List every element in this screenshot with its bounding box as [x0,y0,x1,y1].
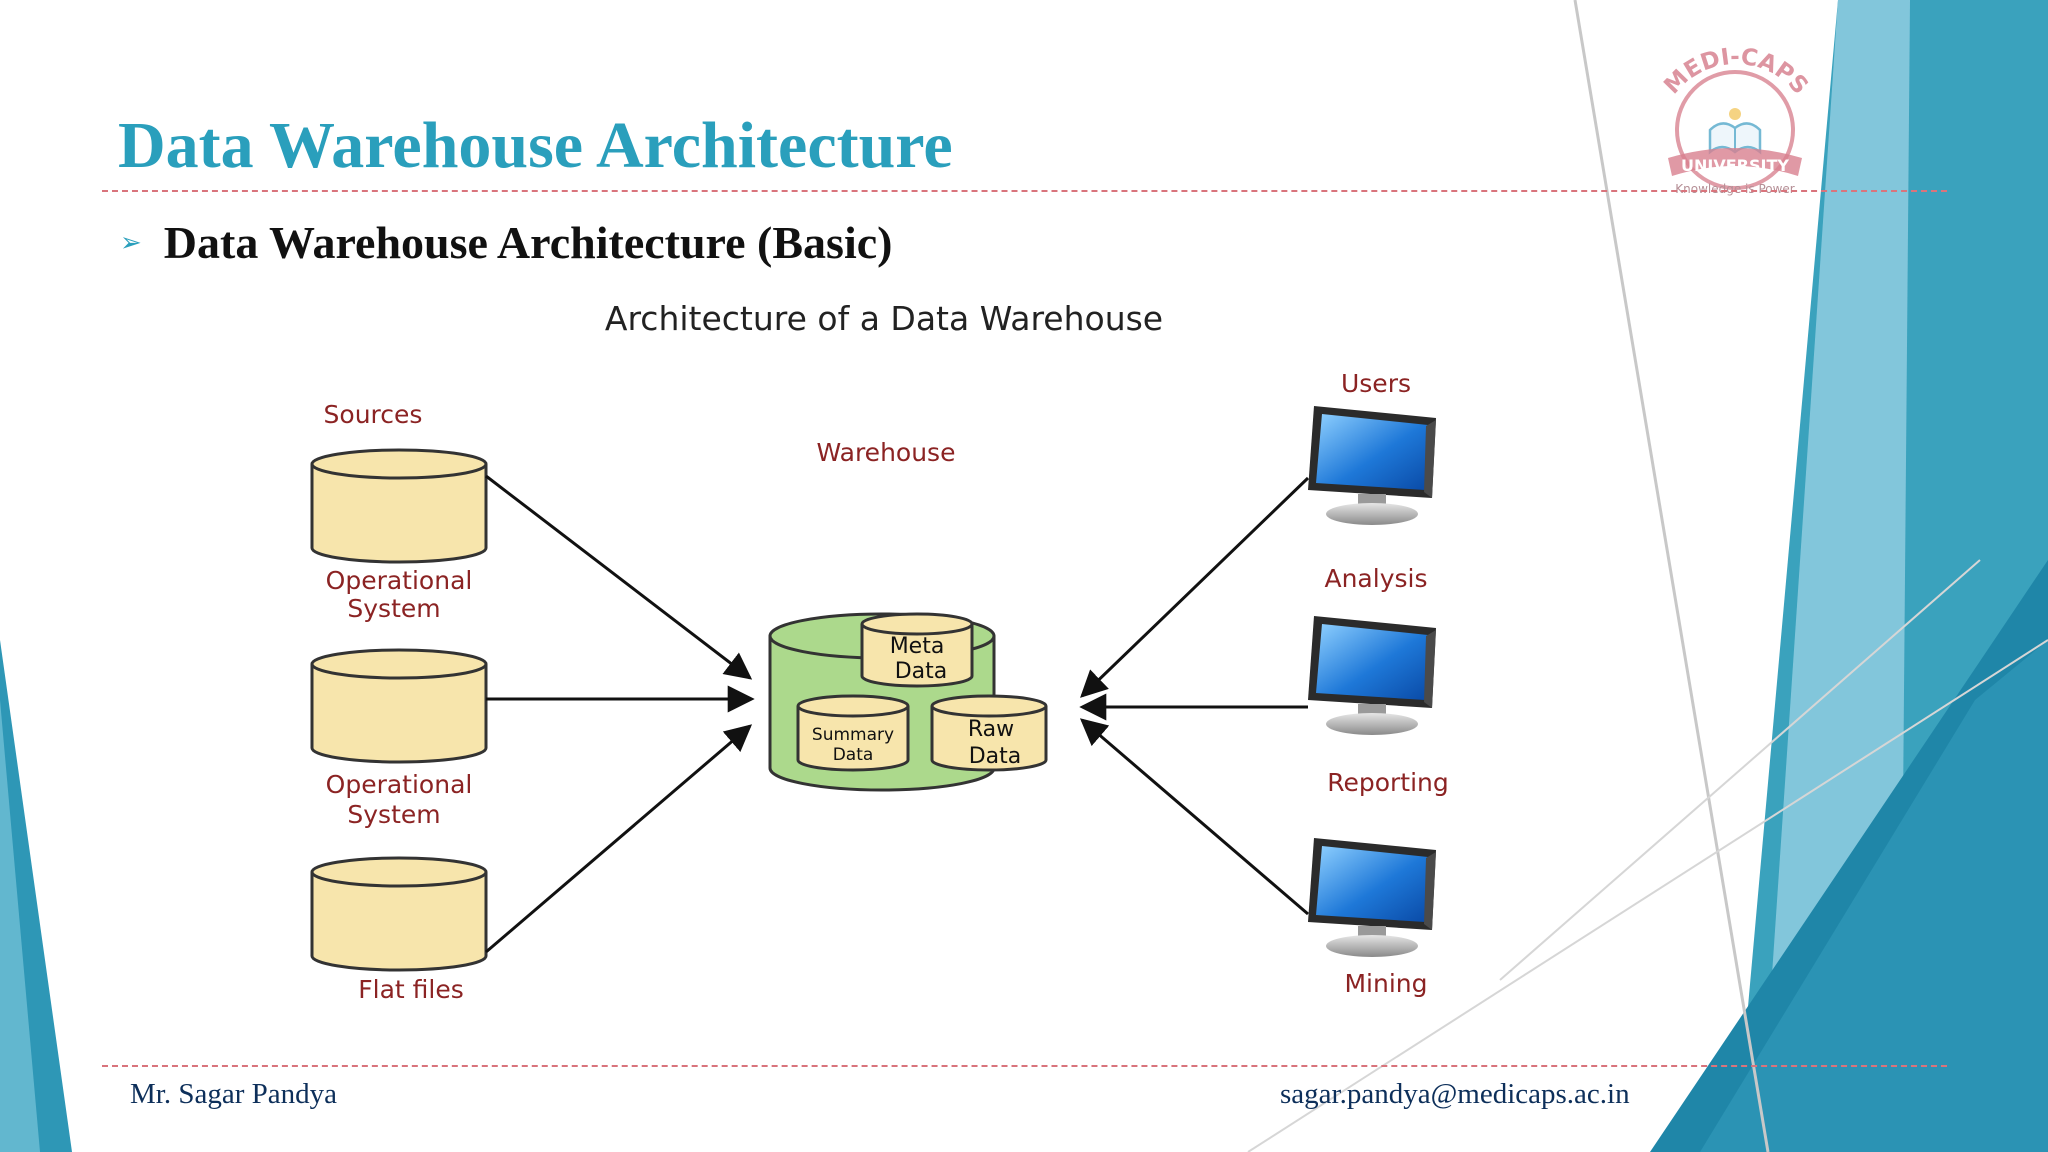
source-label: System [347,594,440,623]
summary-data-cylinder [796,694,910,772]
users-heading: Users [1341,369,1411,398]
sources-heading: Sources [324,400,423,429]
footer-divider [102,1065,1947,1067]
footer-email[interactable]: sagar.pandya@medicaps.ac.in [1280,1078,1630,1110]
warehouse-heading: Warehouse [817,438,956,467]
footer-author: Mr. Sagar Pandya [130,1078,337,1110]
book-icon [1708,108,1762,155]
bullet-text: Data Warehouse Architecture (Basic) [163,217,893,268]
user-arrow [1079,718,1309,916]
user-label: Reporting [1327,768,1449,797]
logo-banner-text: UNIVERSITY [1681,156,1789,175]
source-arrow [485,474,753,680]
source-label: Operational [326,566,473,595]
raw-data-label: Data [969,744,1022,769]
source-label: Operational [326,770,473,799]
slide-title: Data Warehouse Architecture [118,109,953,182]
meta-data-label: Data [895,659,948,684]
title-divider [102,190,1947,192]
bullet-item: ➢ Data Warehouse Architecture (Basic) [120,216,892,269]
raw-data-cylinder [930,694,1048,772]
user-label: Mining [1344,969,1427,998]
meta-data-label: Meta [890,634,945,659]
source-database-icon [310,648,488,764]
user-label: Analysis [1324,564,1427,593]
logo-tagline: Knowledge is Power [1675,182,1795,196]
arrowhead-bullet-icon: ➢ [120,227,142,258]
source-database-icon [310,448,488,564]
computer-monitor-icon [1308,406,1436,525]
right-mid-wedge [1700,640,2048,1152]
logo-banner [1668,148,1802,176]
diagram-title: Architecture of a Data Warehouse [605,299,1163,338]
diagonal-gray-line [1499,559,1981,981]
summary-data-label: Data [833,745,874,765]
source-database-icon [310,856,488,972]
source-label: System [347,800,440,829]
source-label: Flat files [358,975,464,1004]
meta-data-cylinder [860,612,974,688]
computer-monitor-icon [1308,616,1436,735]
user-arrow [1080,476,1310,698]
source-arrow [485,724,753,954]
computer-monitor-icon [1308,838,1436,957]
diagonal-gray-line [1573,0,1770,1152]
university-logo: MEDI-CAPS UNIVERSITY Knowledge is Power [1659,44,1813,196]
summary-data-label: Summary [812,725,894,745]
architecture-diagram: Architecture of a Data Warehouse Sources… [310,299,1449,1004]
logo-ring [1675,70,1795,190]
raw-data-label: Raw [968,717,1014,742]
left-light-wedge [0,700,40,1152]
